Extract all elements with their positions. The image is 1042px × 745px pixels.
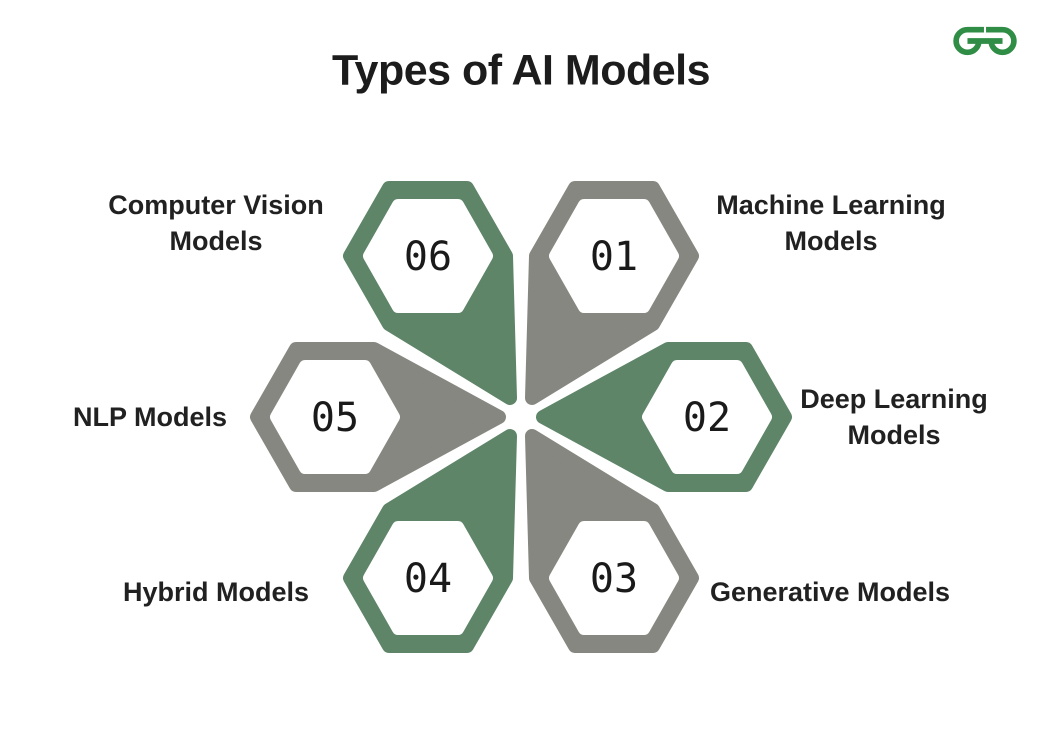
- petal-number-06: 06: [404, 234, 452, 280]
- petal-05-nlp: [250, 342, 506, 492]
- label-nlp-models: NLP Models: [72, 402, 228, 432]
- gg-glyph: [953, 26, 1017, 56]
- label-generative-models: Generative Models: [709, 577, 951, 607]
- label-computer-vision-models: Computer Vision Models: [108, 190, 324, 256]
- petal-03-generative: [525, 429, 699, 653]
- petal-number-01: 01: [590, 234, 638, 280]
- petal-02-deep-learning: [536, 342, 792, 492]
- label-machine-learning-models: Machine Learning Models: [716, 190, 946, 256]
- petal-number-03: 03: [590, 556, 638, 602]
- petal-06-computer-vision: [343, 181, 517, 405]
- petal-number-05: 05: [311, 395, 359, 441]
- label-deep-learning-models: Deep Learning Models: [800, 384, 988, 450]
- geeksforgeeks-logo-icon: [953, 26, 1017, 56]
- petal-01-machine-learning: [525, 181, 699, 405]
- petal-number-02: 02: [683, 395, 731, 441]
- page-title: Types of AI Models: [331, 46, 711, 95]
- label-hybrid-models: Hybrid Models: [122, 577, 310, 607]
- petal-number-04: 04: [404, 556, 452, 602]
- petal-04-hybrid: [343, 429, 517, 653]
